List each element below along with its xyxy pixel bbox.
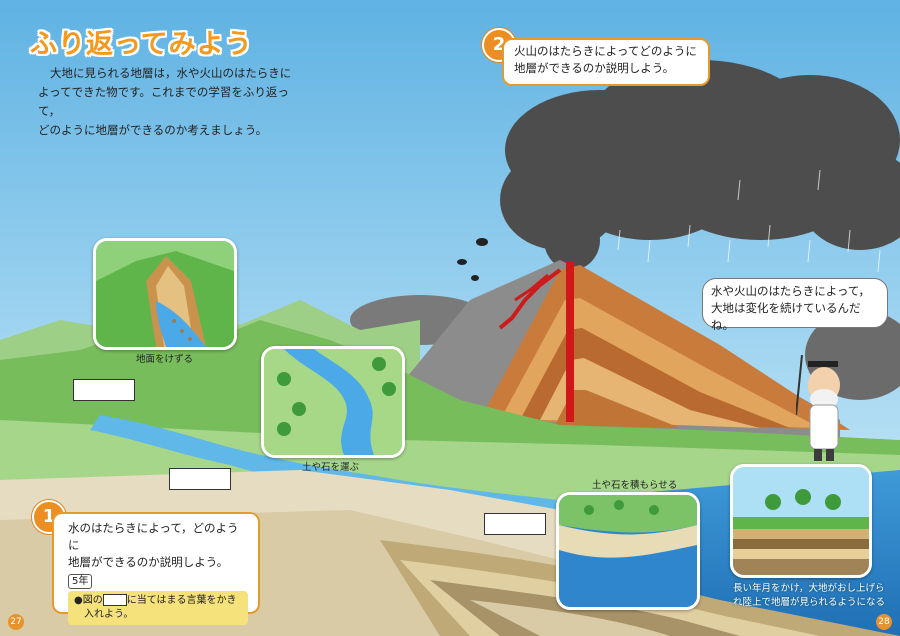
grade-badge: 5年 [68, 574, 93, 589]
task-text-before: ●図の [74, 595, 103, 606]
magma-vent [566, 262, 574, 422]
question-1-line-2: 地層ができるのか説明しよう。 [68, 555, 229, 569]
intro-text: 大地に見られる地層は，水や火山のはたらきに よってできた物です。これまでの学習を… [38, 64, 300, 140]
page-title: ふり返ってみよう [30, 29, 253, 60]
deposition-inset [556, 492, 700, 610]
answer-blank-2[interactable] [169, 468, 231, 490]
blank-box-icon [102, 594, 127, 606]
caption-deposit: 土や石を積もらせる [592, 480, 678, 491]
intro-line-3: どのように地層ができるのか考えましょう。 [38, 123, 268, 137]
task-instruction: ●図の に当てはまる言葉をかき 入れよう。 [68, 591, 248, 625]
question-1-line-1: 水のはたらきによって，どのように [68, 521, 239, 552]
page-number-right: 28 [876, 614, 892, 630]
answer-blank-3[interactable] [484, 513, 546, 535]
task-text-line-2: 入れよう。 [84, 609, 134, 620]
caption-erode: 地面をけずる [136, 354, 194, 365]
ash-rain [617, 169, 881, 273]
professor-character [796, 355, 840, 461]
volcanic-bombs [457, 238, 488, 281]
speech-line-2: 大地は変化を続けているんだね。 [711, 301, 861, 332]
speech-line-1: 水や火山のはたらきによって， [711, 284, 871, 298]
question-1-callout: 水のはたらきによって，どのように 地層ができるのか説明しよう。 5年 ●図の に当… [52, 512, 260, 625]
lava-flow [498, 268, 562, 330]
caption-carry: 土や石を運ぶ [302, 462, 360, 473]
caption-uplift-1: 長い年月をかけ，大地がおし上げら [733, 583, 885, 594]
intro-line-2: よってできた物です。これまでの学習をふり返って， [38, 85, 289, 118]
task-text-after: に当てはまる言葉をかき [126, 595, 237, 606]
erosion-inset [93, 238, 237, 350]
question-2-callout: 火山のはたらきによってどのように 地層ができるのか説明しよう。 [502, 38, 710, 86]
caption-uplift-2: れ陸上で地層が見られるようになる [733, 597, 886, 608]
question-2-line-2: 地層ができるのか説明しよう。 [514, 61, 675, 75]
uplift-inset [730, 464, 872, 578]
professor-speech-bubble: 水や火山のはたらきによって， 大地は変化を続けているんだね。 [702, 278, 888, 332]
intro-line-1: 大地に見られる地層は，水や火山のはたらきに [50, 66, 292, 80]
question-2-line-1: 火山のはたらきによってどのように [514, 44, 697, 58]
transport-inset [261, 346, 405, 458]
page-number-left: 27 [8, 614, 24, 630]
answer-blank-1[interactable] [73, 379, 135, 401]
